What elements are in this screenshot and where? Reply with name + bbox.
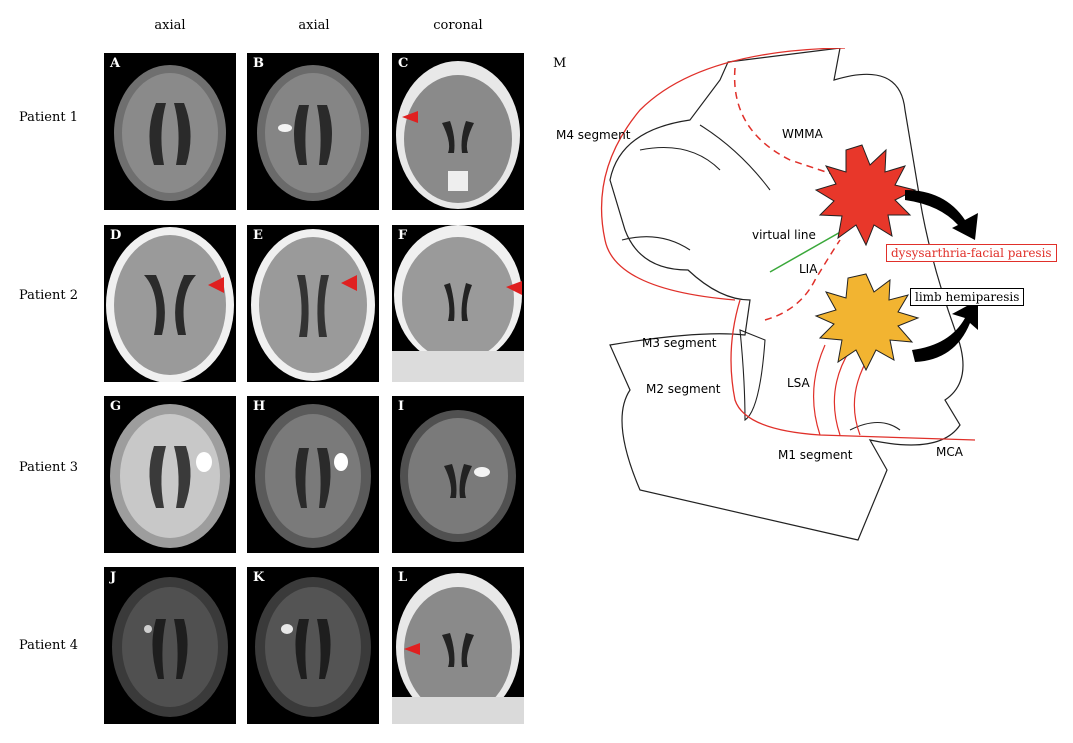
label-mca: MCA bbox=[936, 445, 963, 459]
brain-axial-dwi-image bbox=[255, 577, 371, 717]
red-arrowhead-icon bbox=[402, 111, 418, 123]
panel-letter: E bbox=[253, 228, 263, 243]
panel-l-brain-scan: L bbox=[392, 567, 524, 724]
brain-coronal-image bbox=[396, 61, 520, 209]
red-arrowhead-icon bbox=[341, 275, 357, 291]
column-header-coronal: coronal bbox=[433, 18, 483, 33]
brain-coronal-dwi-image bbox=[400, 410, 516, 542]
label-lia: LIA bbox=[799, 262, 818, 276]
brain-axial-image bbox=[114, 65, 226, 201]
panel-a-brain-scan: A bbox=[104, 53, 236, 210]
panel-letter: G bbox=[110, 399, 122, 414]
red-arrowhead-icon bbox=[404, 643, 420, 655]
row-label-patient-3: Patient 3 bbox=[19, 460, 78, 475]
panel-letter: L bbox=[398, 570, 408, 585]
panel-e-brain-scan: E bbox=[247, 225, 379, 382]
panel-letter: K bbox=[253, 570, 265, 585]
label-m3-segment: M3 segment bbox=[642, 336, 717, 350]
limb-hemiparesis-box: limb hemiparesis bbox=[910, 288, 1025, 306]
label-m4-segment: M4 segment bbox=[556, 128, 631, 142]
yellow-star-icon bbox=[814, 273, 920, 372]
panel-d-brain-scan: D bbox=[104, 225, 236, 382]
red-arrowhead-icon bbox=[506, 281, 522, 295]
panel-h-brain-scan: H bbox=[247, 396, 379, 553]
panel-letter: C bbox=[398, 56, 409, 71]
row-label-patient-4: Patient 4 bbox=[19, 638, 78, 653]
panel-b-brain-scan: B bbox=[247, 53, 379, 210]
label-lsa: LSA bbox=[787, 376, 810, 390]
mca-territory-diagram bbox=[600, 48, 978, 541]
arrow-to-limb-icon bbox=[912, 300, 978, 362]
label-m2-segment: M2 segment bbox=[646, 382, 721, 396]
brain-axial-dwi-image bbox=[112, 577, 228, 717]
panel-k-brain-scan: K bbox=[247, 567, 379, 724]
row-label-patient-1: Patient 1 bbox=[19, 110, 78, 125]
brain-axial-ct-image bbox=[106, 227, 234, 382]
panel-letter: F bbox=[398, 228, 408, 243]
panel-g-brain-scan: G bbox=[104, 396, 236, 553]
panel-letter: B bbox=[253, 56, 264, 71]
brain-axial-ct-image bbox=[251, 229, 375, 381]
arrow-to-dysarthria-icon bbox=[905, 190, 978, 240]
panel-letter: D bbox=[110, 228, 122, 243]
mca-m1-artery bbox=[730, 299, 976, 441]
brain-coronal-ct-image bbox=[392, 225, 524, 382]
lia-dashed-line bbox=[764, 239, 841, 321]
mca-m4-artery bbox=[600, 48, 846, 301]
row-label-patient-2: Patient 2 bbox=[19, 288, 78, 303]
panel-f-brain-scan: F bbox=[392, 225, 524, 382]
panel-j-brain-scan: J bbox=[104, 567, 236, 724]
brain-coronal-ct-image bbox=[392, 573, 524, 724]
label-virtual-line: virtual line bbox=[752, 228, 816, 242]
panel-letter: J bbox=[110, 570, 117, 585]
label-wmma: WMMA bbox=[782, 127, 823, 141]
column-header-axial-1: axial bbox=[154, 18, 186, 33]
wmma-dashed-line bbox=[733, 67, 836, 176]
diagram-panel-letter: M bbox=[553, 56, 567, 71]
red-star-icon bbox=[814, 144, 917, 247]
panel-i-brain-scan: I bbox=[392, 396, 524, 553]
brain-axial-dwi-image bbox=[255, 404, 371, 548]
column-header-axial-2: axial bbox=[298, 18, 330, 33]
panel-letter: H bbox=[253, 399, 266, 414]
panel-letter: I bbox=[398, 399, 405, 414]
cortical-outline bbox=[609, 48, 964, 541]
panel-c-brain-scan: C bbox=[392, 53, 524, 210]
dysarthria-box: dysysarthria-facial paresis bbox=[886, 244, 1057, 262]
label-m1-segment: M1 segment bbox=[778, 448, 853, 462]
brain-axial-dwi-image bbox=[110, 404, 230, 548]
panel-letter: A bbox=[110, 56, 121, 71]
brain-axial-image bbox=[257, 65, 369, 201]
red-arrowhead-icon bbox=[208, 277, 224, 293]
